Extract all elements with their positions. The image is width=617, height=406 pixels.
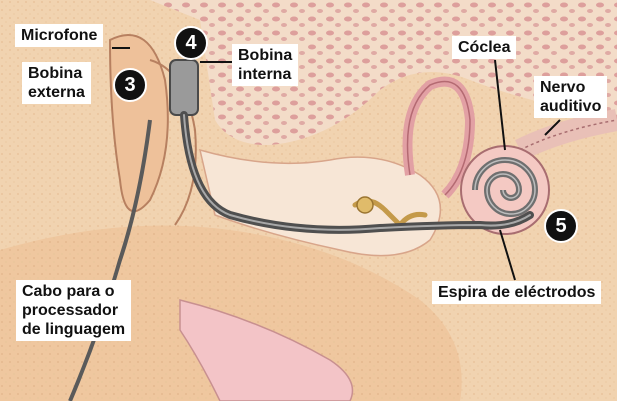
label-nervo-auditivo: Nervo auditivo: [534, 76, 607, 118]
label-bobina-interna-line-2: interna: [238, 65, 292, 84]
label-nervo-auditivo-line-2: auditivo: [540, 97, 601, 116]
label-bobina-interna: Bobina interna: [232, 44, 298, 86]
internal-receiver: [170, 60, 198, 115]
label-bobina-interna-line-1: Bobina: [238, 46, 292, 65]
label-espira-de-electrodos: Espira de eléctrodos: [432, 281, 601, 304]
label-nervo-auditivo-line-1: Nervo: [540, 78, 601, 97]
badge-5: 5: [544, 209, 578, 243]
label-microfone: Microfone: [15, 24, 103, 47]
malleus: [357, 197, 373, 213]
badge-4: 4: [174, 26, 208, 60]
label-coclea: Cóclea: [452, 36, 516, 59]
label-bobina-externa: Bobina externa: [22, 62, 91, 104]
label-cabo-line-1: Cabo para o: [22, 282, 125, 301]
label-bobina-externa-line-2: externa: [28, 83, 85, 102]
label-cabo-processador: Cabo para o processador de linguagem: [16, 280, 131, 341]
label-cabo-line-2: processador: [22, 301, 125, 320]
label-cabo-line-3: de linguagem: [22, 320, 125, 339]
label-bobina-externa-line-1: Bobina: [28, 64, 85, 83]
badge-3: 3: [113, 68, 147, 102]
